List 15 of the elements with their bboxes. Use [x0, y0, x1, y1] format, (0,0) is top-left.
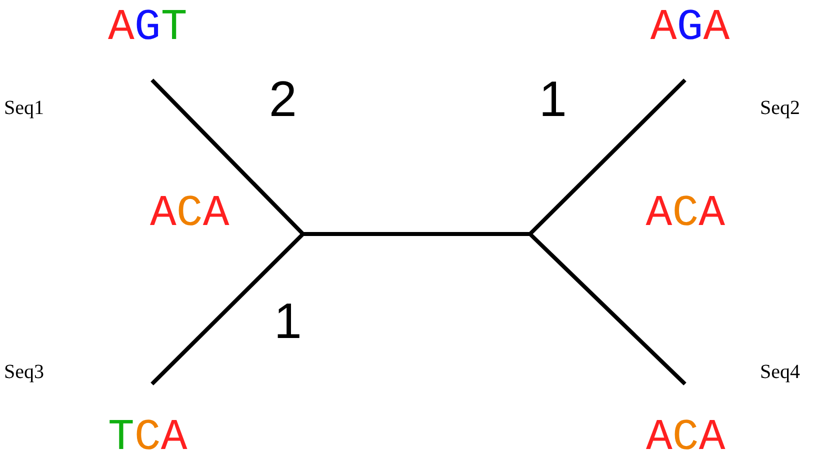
sequence-name: Seq1	[4, 98, 44, 118]
sequence-text: TCA	[107, 412, 188, 460]
branch-line	[528, 232, 686, 386]
sequence-name: Seq4	[760, 362, 800, 382]
branch-line	[528, 78, 686, 236]
branch-line	[150, 232, 304, 386]
sequence-text: ACA	[645, 412, 726, 460]
sequence-text: AGA	[649, 6, 731, 55]
sequence-name: Seq3	[4, 362, 44, 382]
branch-line	[303, 232, 530, 236]
sequence-text: AGT	[107, 6, 188, 55]
sequence-name: Seq2	[760, 98, 800, 118]
sequence-text: ACA	[644, 192, 725, 241]
branch-line	[150, 78, 304, 236]
sequence-text: ACA	[150, 192, 230, 241]
